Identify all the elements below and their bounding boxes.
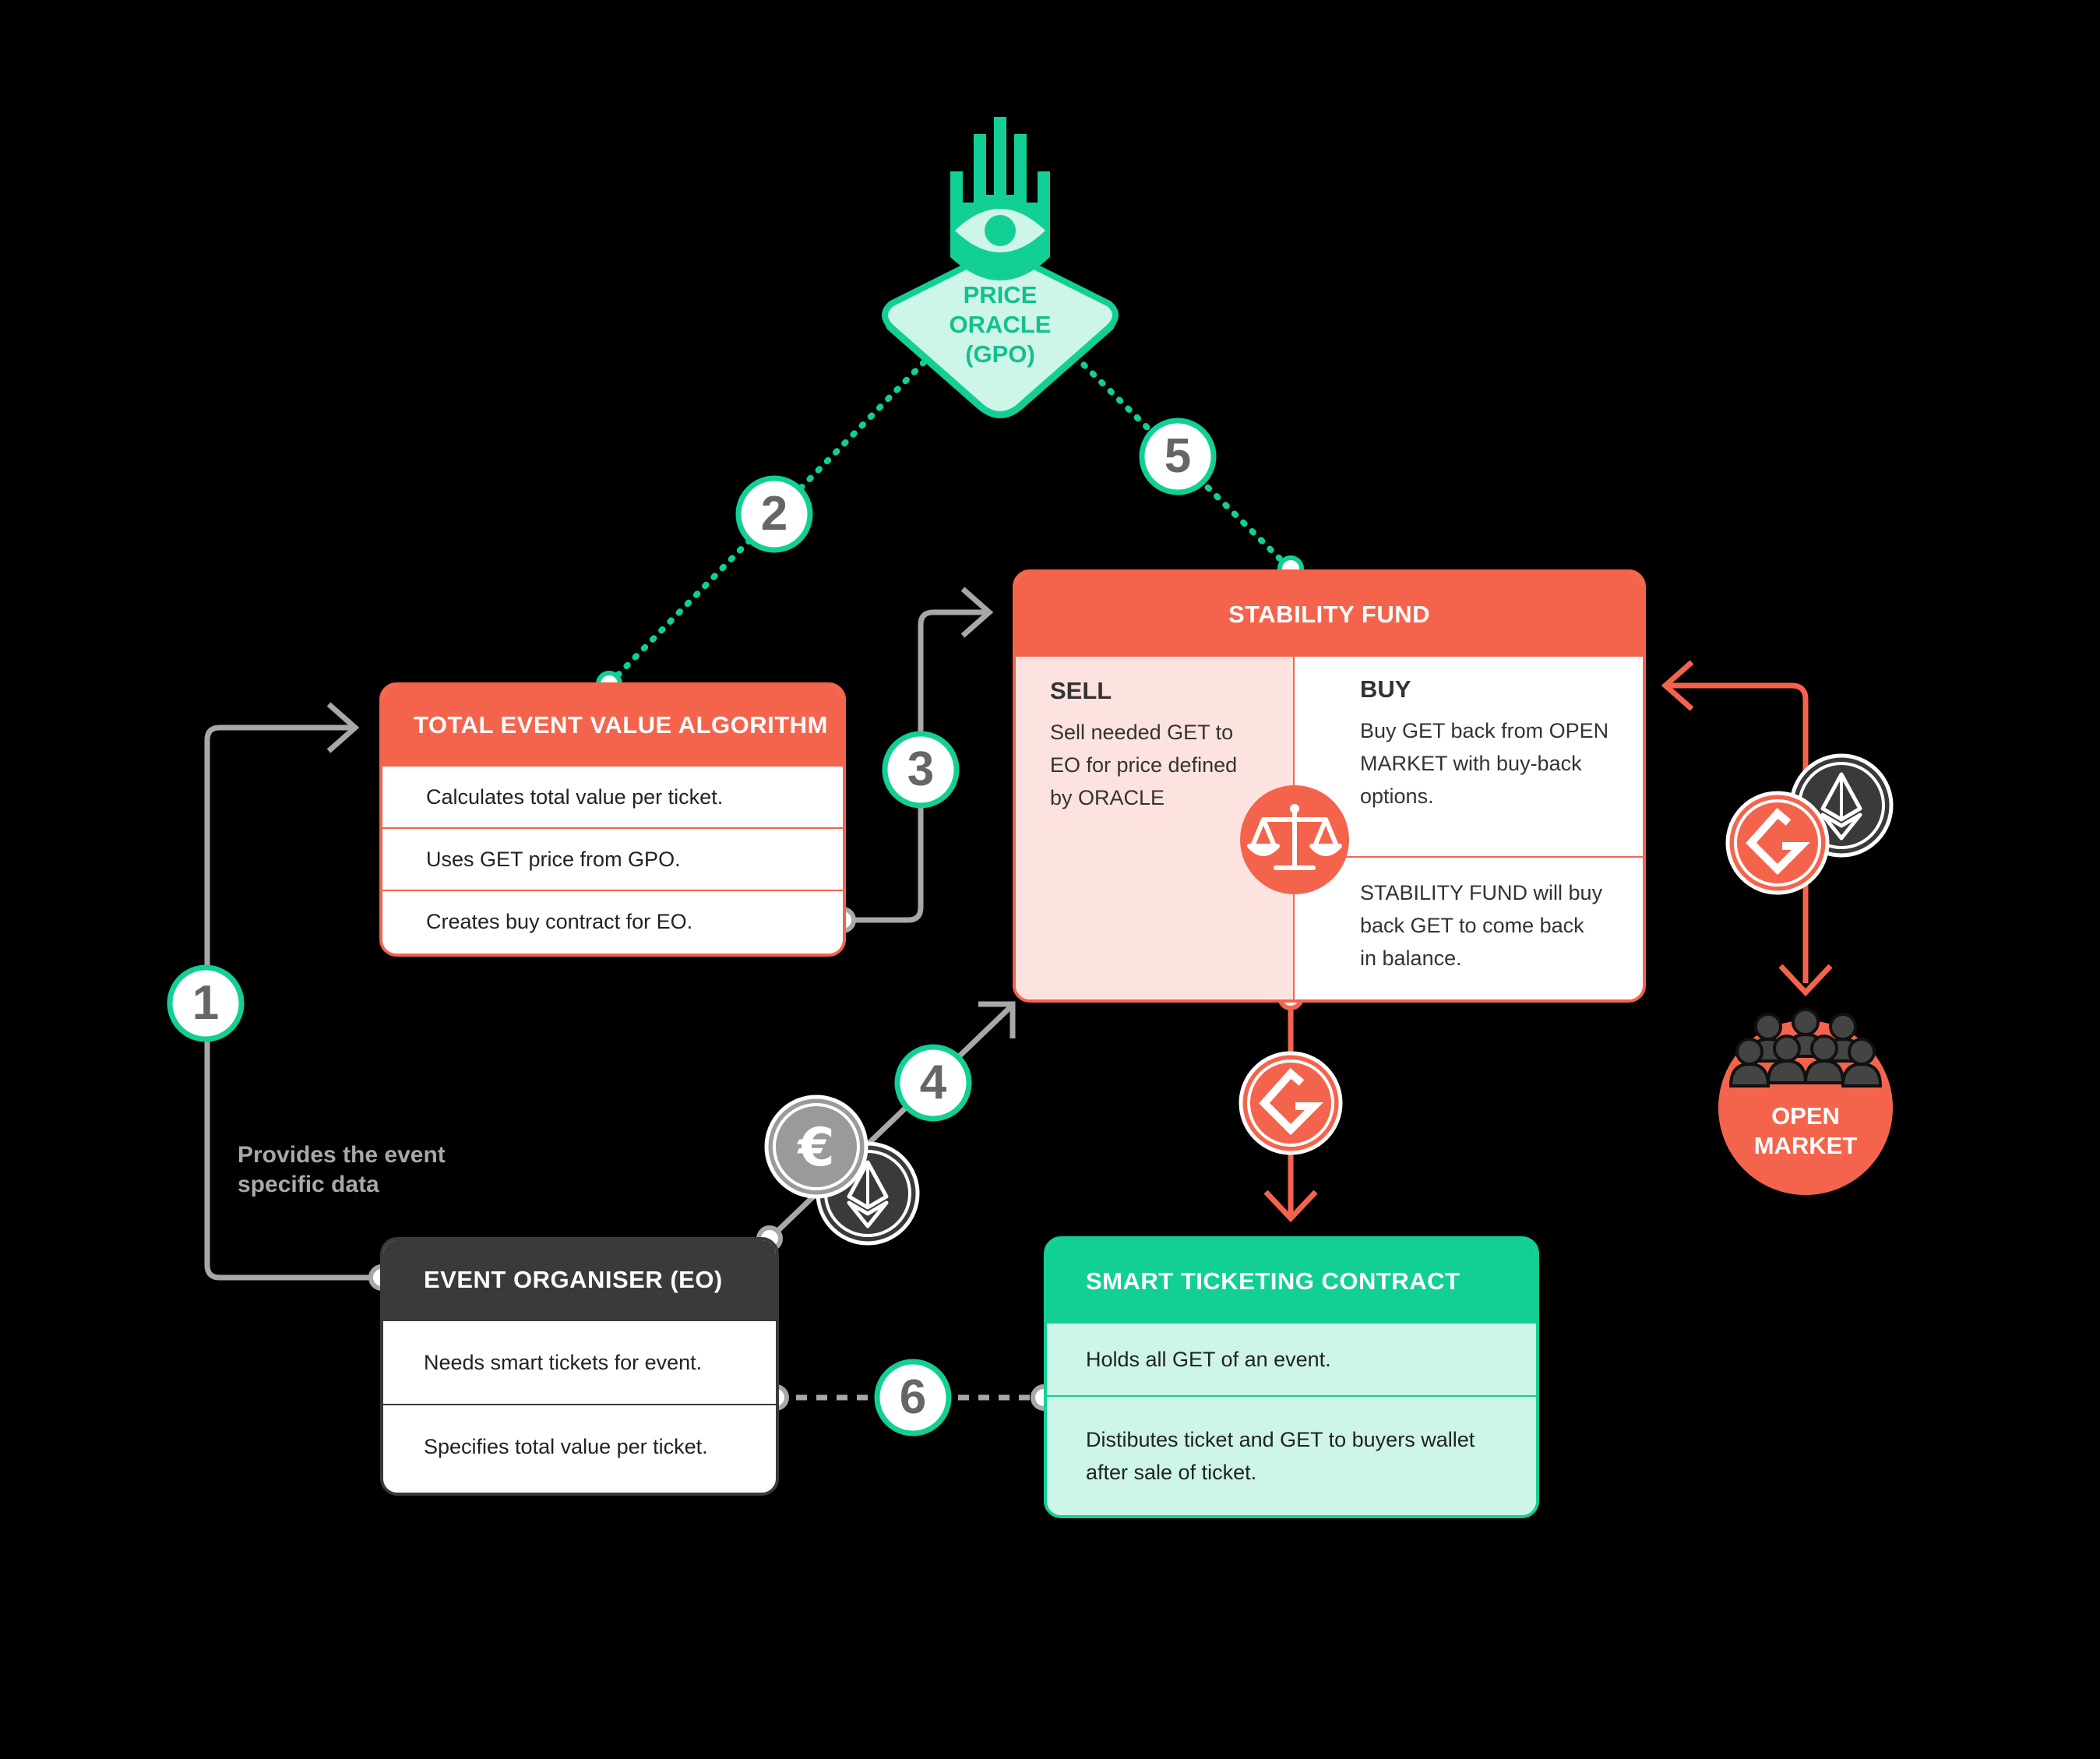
buyback-panel: STABILITY FUND will buy back GET to come… xyxy=(1295,858,1643,999)
open-market xyxy=(1718,1021,1893,1195)
list-item: Holds all GET of an event. xyxy=(1086,1348,1331,1371)
event-organiser-box: EVENT ORGANISER (EO) Needs smart tickets… xyxy=(380,1237,779,1496)
connector-open-market-to-stability-fund xyxy=(1667,682,1809,983)
box-title: SMART TICKETING CONTRACT xyxy=(1047,1239,1536,1324)
arrowhead xyxy=(1778,964,1833,997)
crowd-icon xyxy=(1728,1008,1883,1087)
open-market-label: OPEN MARKET xyxy=(1753,1102,1858,1159)
box-title: EVENT ORGANISER (EO) xyxy=(383,1240,776,1320)
box-title: STABILITY FUND xyxy=(1016,573,1643,657)
step-6: 6 xyxy=(899,1370,927,1424)
step-1: 1 xyxy=(192,976,220,1030)
box-title: TOTAL EVENT VALUE ALGORITHM xyxy=(382,686,843,765)
buyback-text: STABILITY FUND will buy back GET to come… xyxy=(1360,881,1603,970)
get-token-icon xyxy=(1241,1053,1341,1153)
connector-eo-to-stability-fund xyxy=(767,1003,1015,1241)
provides-note: Provides the event specific data xyxy=(238,1142,446,1197)
step-2: 2 xyxy=(760,487,788,541)
list-item: Uses GET price from GPO. xyxy=(382,827,843,890)
sell-text: Sell needed GET to EO for price defined … xyxy=(1050,721,1238,809)
oracle-label: PRICE ORACLE (GPO) xyxy=(949,281,1052,368)
buy-panel: BUY Buy GET back from OPEN MARKET with b… xyxy=(1295,657,1643,858)
list-item: Specifies total value per ticket. xyxy=(383,1404,776,1488)
buy-title: BUY xyxy=(1360,675,1411,703)
price-oracle xyxy=(882,246,1119,418)
smart-ticketing-contract-box: SMART TICKETING CONTRACT Holds all GET o… xyxy=(1044,1236,1539,1518)
arrowhead xyxy=(326,702,360,753)
list-item: Creates buy contract for EO. xyxy=(382,890,843,952)
stability-fund-box: STABILITY FUND SELL Sell needed GET to E… xyxy=(1013,569,1646,1003)
euro-coin-icon: € xyxy=(764,1095,869,1199)
list-item: Calculates total value per ticket. xyxy=(382,765,843,827)
arrowhead xyxy=(1263,1190,1318,1223)
svg-text:€: € xyxy=(796,1117,834,1179)
arrowhead xyxy=(960,587,994,638)
list-item: Needs smart tickets for event. xyxy=(383,1320,776,1404)
arrowhead xyxy=(1661,660,1694,711)
arrowhead xyxy=(978,1001,1016,1038)
connector-algorithm-to-oracle xyxy=(606,353,933,687)
step-3: 3 xyxy=(907,742,935,796)
step-5: 5 xyxy=(1164,429,1192,483)
scale-icon xyxy=(1240,785,1349,894)
eye-hand-icon xyxy=(950,117,1050,280)
total-event-value-algorithm-box: TOTAL EVENT VALUE ALGORITHM Calculates t… xyxy=(379,682,846,957)
sell-title: SELL xyxy=(1050,677,1112,704)
list-item: Distibutes ticket and GET to buyers wall… xyxy=(1047,1395,1536,1512)
buy-text: Buy GET back from OPEN MARKET with buy-b… xyxy=(1360,719,1609,808)
get-token-icon xyxy=(1728,793,1827,893)
step-4: 4 xyxy=(919,1056,947,1109)
